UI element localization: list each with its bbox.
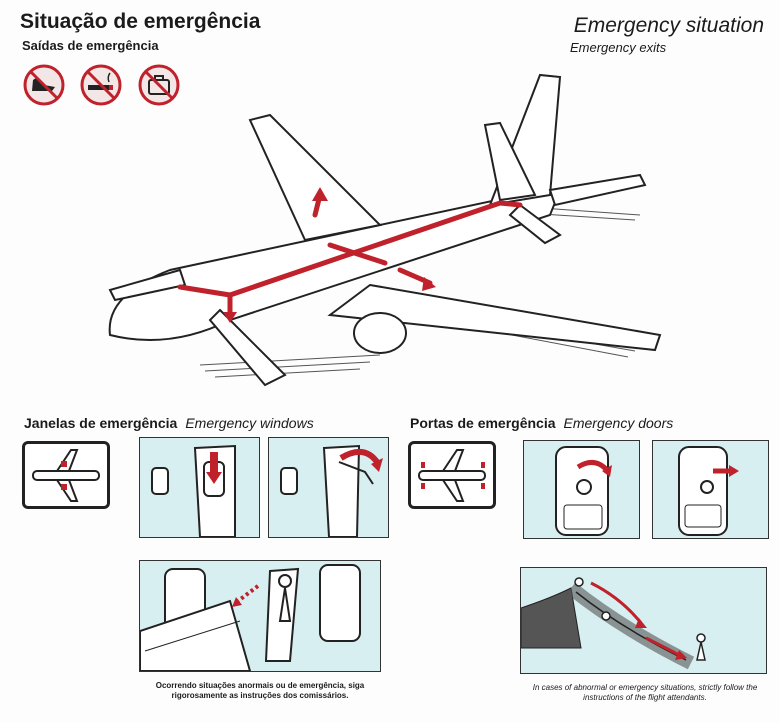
door-step-2-panel xyxy=(652,440,769,539)
door-step-1-panel xyxy=(523,440,640,539)
doors-label-en: Emergency doors xyxy=(563,415,674,431)
windows-label-pt: Janelas de emergência xyxy=(24,415,178,431)
windows-label-en: Emergency windows xyxy=(185,415,314,431)
no-baggage-icon xyxy=(137,63,181,107)
slide-evacuation-panel xyxy=(520,567,767,674)
aircraft-exit-diagram xyxy=(80,65,680,395)
no-high-heels-icon xyxy=(22,63,66,107)
page-subtitle-en: Emergency exits xyxy=(570,40,667,55)
window-exit-location-icon xyxy=(22,441,110,509)
instructions-caption-pt: Ocorrendo situações anormais ou de emerg… xyxy=(155,681,365,700)
window-step-1-panel xyxy=(139,437,260,538)
doors-section-heading: Portas de emergência Emergency doors xyxy=(410,415,673,431)
door-exit-location-icon xyxy=(408,441,496,509)
page-subtitle-pt: Saídas de emergência xyxy=(22,38,159,53)
page-title-pt: Situação de emergência xyxy=(20,10,261,33)
page-title-en: Emergency situation xyxy=(573,14,764,37)
window-evacuation-panel xyxy=(139,560,381,672)
windows-section-heading: Janelas de emergência Emergency windows xyxy=(24,415,314,431)
window-step-2-panel xyxy=(268,437,389,538)
doors-label-pt: Portas de emergência xyxy=(410,415,556,431)
no-smoking-icon xyxy=(79,63,123,107)
instructions-caption-en: In cases of abnormal or emergency situat… xyxy=(532,683,758,702)
